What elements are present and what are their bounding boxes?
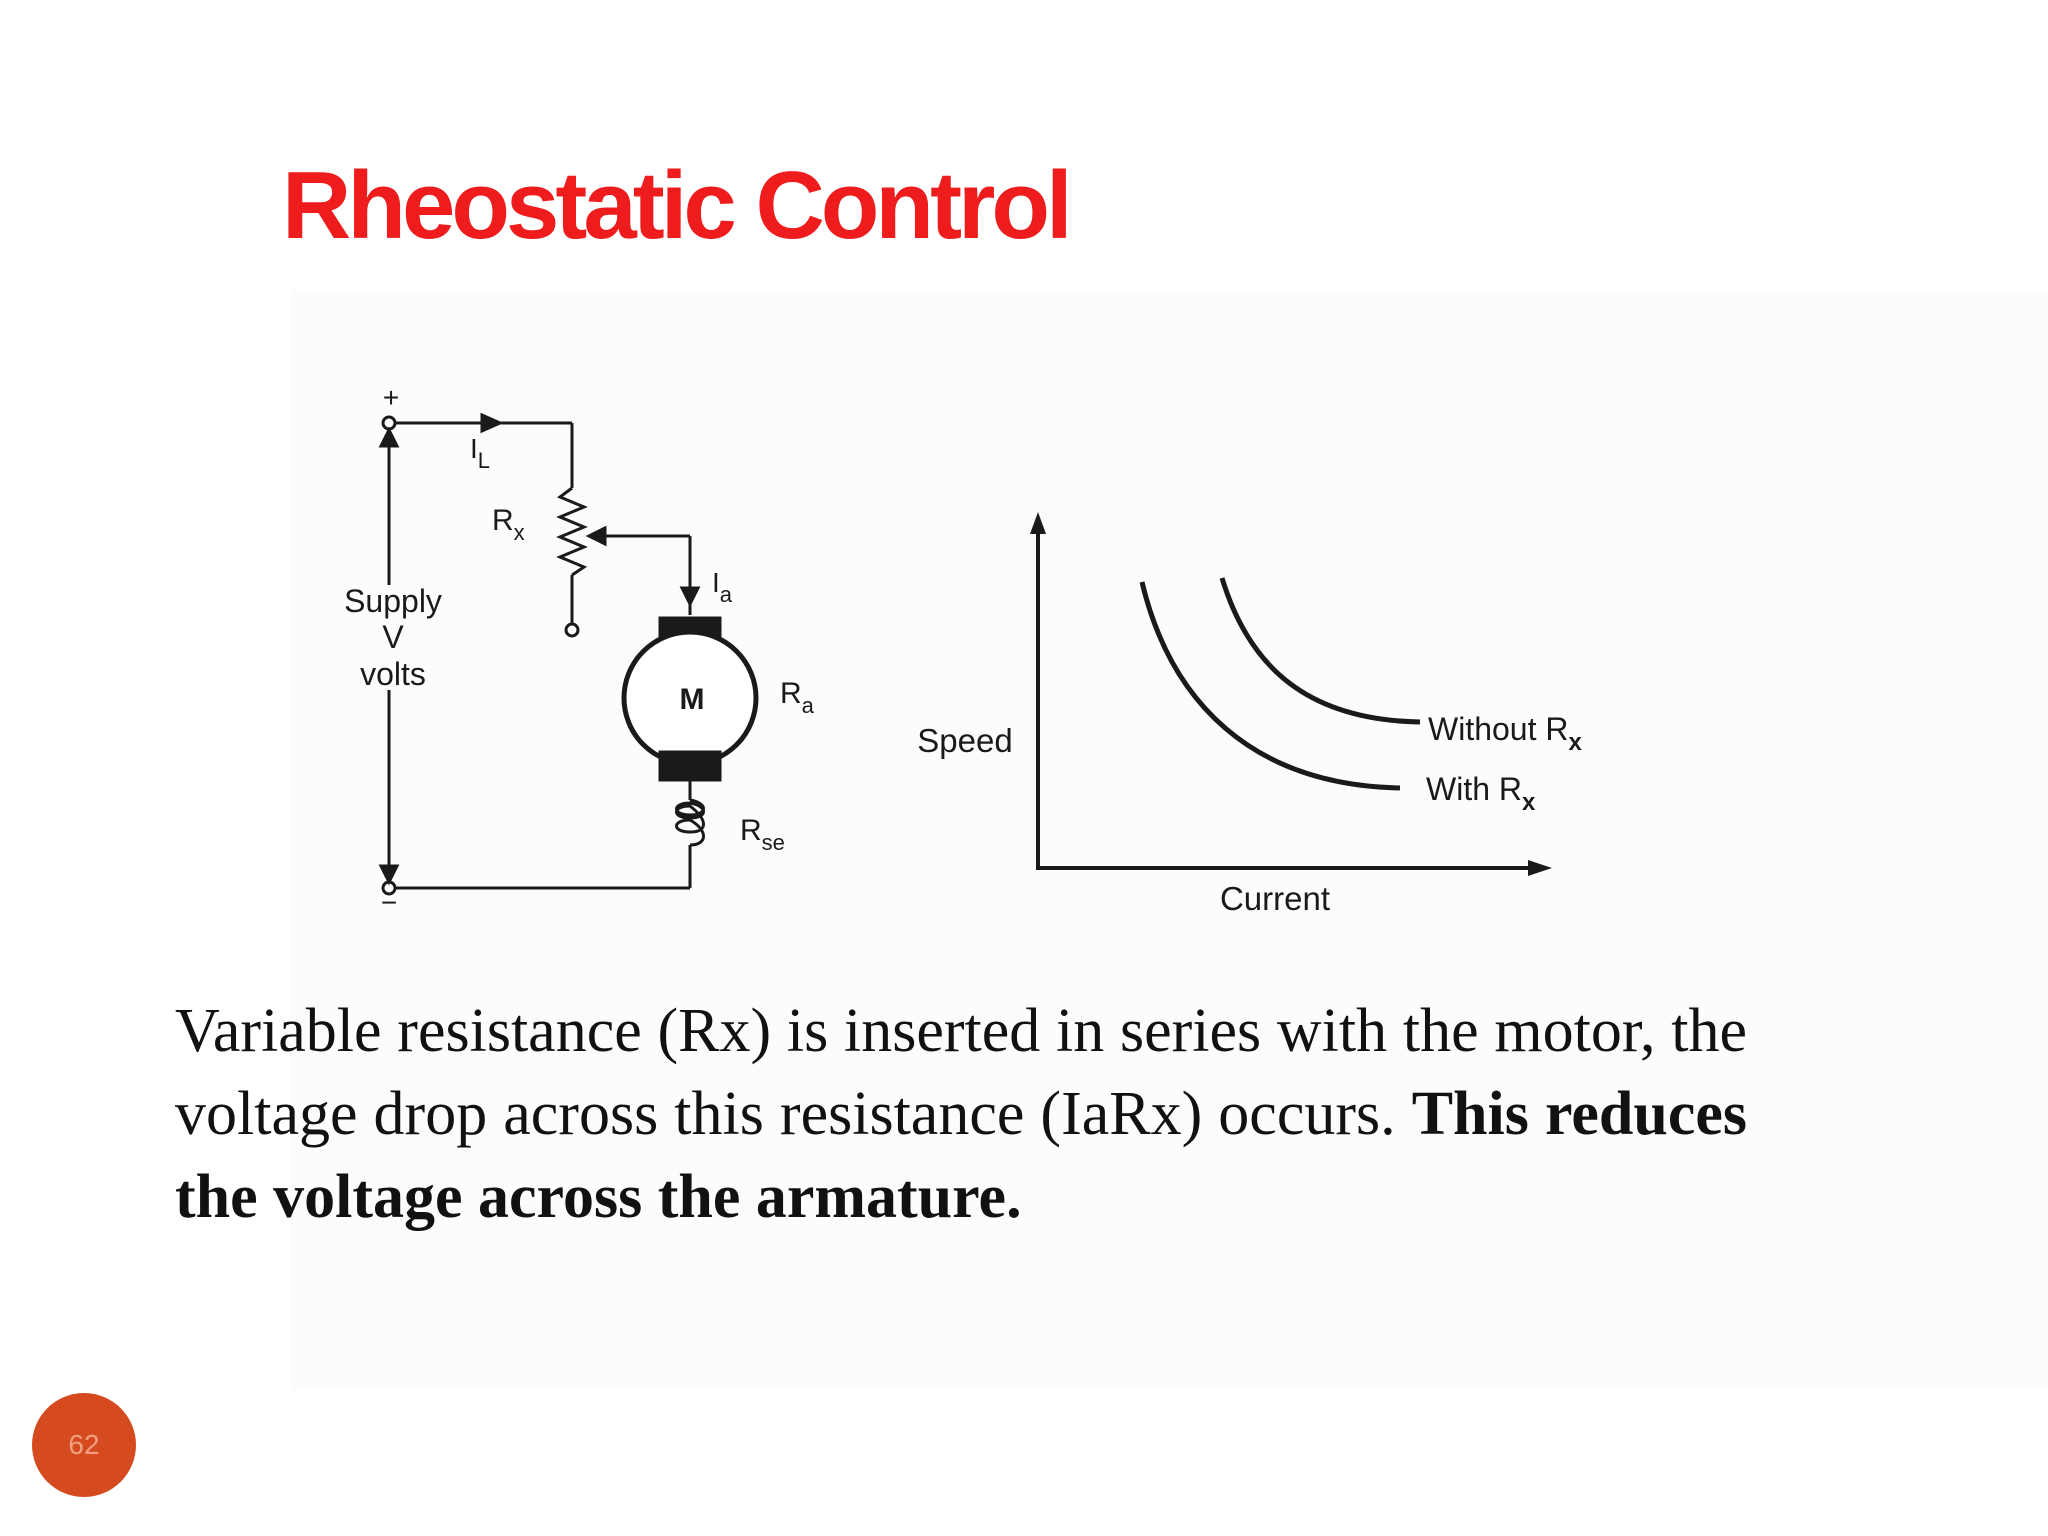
figure-background (290, 290, 2048, 1390)
supply-label-line1: Supply (344, 583, 442, 619)
ra-label: Ra (780, 677, 815, 718)
curve-with-rx (1139, 581, 1401, 791)
supply-label-line3: volts (360, 656, 426, 692)
il-label: IL (470, 433, 490, 473)
body-paragraph: Variable resistance (Rx) is inserted in … (175, 990, 1747, 1239)
graph-labels: Speed Current Without Rx With Rx (917, 711, 1582, 917)
motor-label: M (680, 683, 705, 716)
circuit-diagram (378, 412, 759, 896)
page-number: 62 (68, 1429, 100, 1460)
x-axis-label: Current (1220, 880, 1330, 917)
circuit-labels: + − Supply V volts IL Rx Ia M Ra Rse (344, 382, 815, 918)
body-text-regular: Variable resistance (Rx) is inserted in … (175, 997, 1747, 1148)
series-field-coil (675, 798, 705, 847)
curve-with-rx-label: With Rx (1426, 771, 1536, 816)
rse-label: Rse (740, 814, 785, 855)
page-number-badge: 62 (32, 1393, 136, 1497)
plus-sign: + (383, 382, 399, 413)
curve-without-rx (1219, 577, 1421, 725)
brush-bottom (658, 750, 722, 782)
curve-without-rx-label: Without Rx (1428, 711, 1582, 756)
supply-label-line2: V (382, 619, 404, 655)
minus-sign: − (381, 887, 397, 918)
current-il-arrow (480, 412, 504, 434)
current-ia-arrow (679, 586, 701, 608)
slide-title: Rheostatic Control (282, 152, 1073, 259)
rx-resistor (556, 486, 588, 577)
body-text-bold: This reduces the voltage across the arma… (175, 1080, 1747, 1231)
ia-label: Ia (712, 567, 733, 607)
rx-label: Rx (492, 504, 525, 545)
y-axis-label: Speed (917, 722, 1012, 759)
speed-current-graph (1030, 512, 1552, 876)
